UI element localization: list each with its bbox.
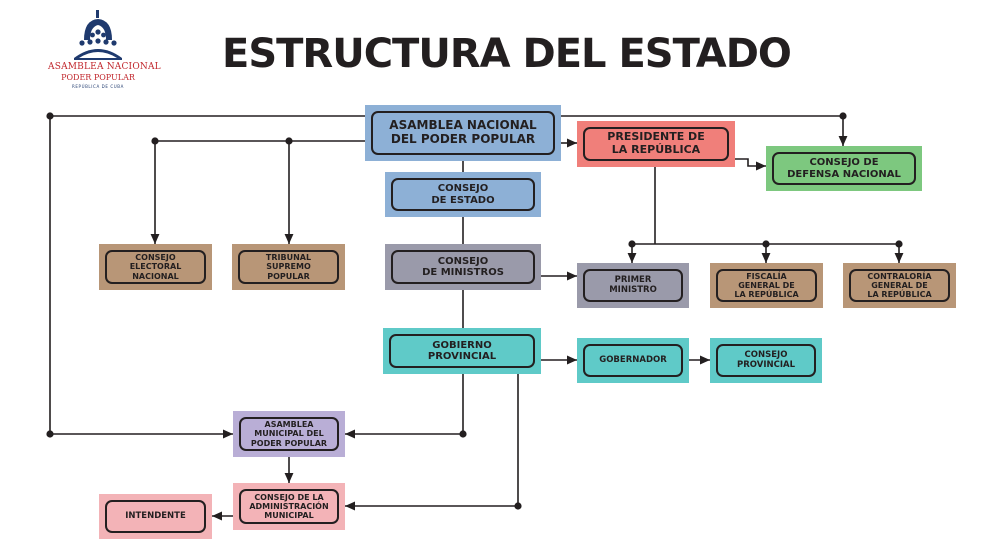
node-frame: GOBERNADOR xyxy=(583,344,683,377)
node-frame: INTENDENTE xyxy=(105,500,206,533)
junction-dot xyxy=(839,112,847,120)
asamblea-nacional-logo: ASAMBLEA NACIONAL PODER POPULAR REPÚBLIC… xyxy=(48,10,161,92)
connector-to-consejo-defensa xyxy=(735,158,766,171)
logo-line-3: REPÚBLICA DE CUBA xyxy=(72,84,124,89)
junction-dot xyxy=(46,430,54,438)
logo-line-2: PODER POPULAR xyxy=(61,73,135,82)
connector-gobierno-to-consejo-administracion xyxy=(345,374,519,511)
junction-dot xyxy=(459,430,467,438)
connector-gobierno-to-asamblea-municipal xyxy=(345,374,464,439)
page-title: ESTRUCTURA DEL ESTADO xyxy=(222,31,792,77)
node-label-gobernador: GOBERNADOR xyxy=(599,354,667,365)
node-gobernador[interactable]: GOBERNADOR xyxy=(577,338,689,383)
junction-dot xyxy=(46,112,54,120)
node-label-intendente: INTENDENTE xyxy=(125,510,186,521)
capitol-dome-icon xyxy=(74,10,122,60)
node-intendente[interactable]: INTENDENTE xyxy=(99,494,212,539)
junction-dot xyxy=(514,502,522,510)
logo-line-1: ASAMBLEA NACIONAL xyxy=(48,62,161,72)
